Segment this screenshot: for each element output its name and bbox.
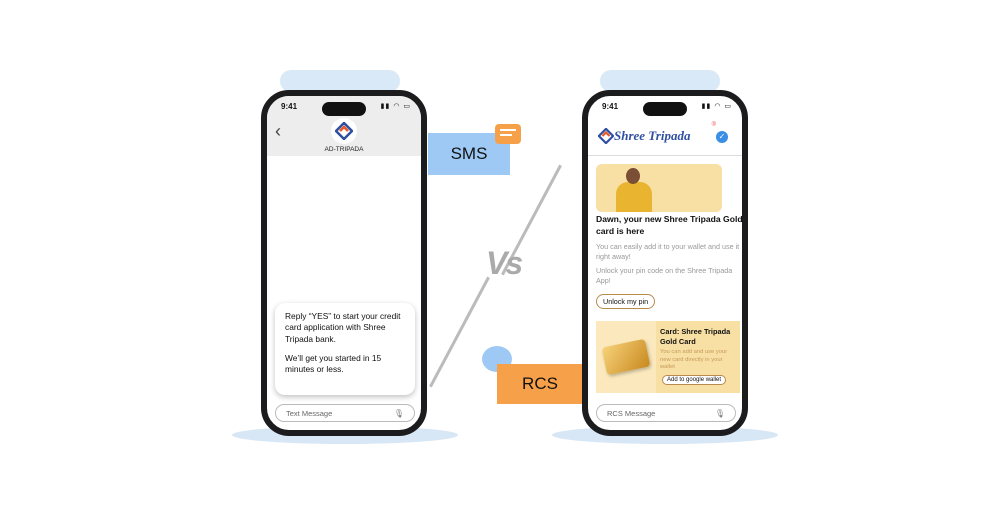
sms-message-bubble: Reply “YES” to start your credit card ap… (275, 303, 415, 395)
gold-card-image (601, 338, 651, 376)
rcs-text: You can easily add it to your wallet and… (596, 242, 740, 261)
cloud-decoration-left (280, 70, 400, 92)
brand-logo-icon (598, 128, 614, 144)
message-line: We’ll get you started in 15 minutes or l… (285, 353, 382, 375)
sender-name: AD-TRIPADA (324, 146, 364, 153)
status-time: 9:41 (602, 102, 619, 111)
microphone-icon[interactable]: 🎙 (393, 408, 404, 418)
card-text: You can add and use your new card direct… (660, 349, 728, 371)
add-to-wallet-button[interactable]: Add to google wallet (662, 375, 727, 385)
hero-image (596, 164, 722, 212)
rcs-label-text: RCS (522, 374, 558, 393)
rcs-text: Unlock your pin code on the Shree Tripad… (596, 266, 733, 285)
card-title: Card: Shree Tripada Gold Card (660, 327, 731, 346)
rcs-label: RCS (497, 364, 583, 404)
status-icons: ▮▮ ◠ ▭ (701, 103, 732, 110)
rcs-message-input[interactable]: RCS Message 🎙 (596, 404, 736, 422)
cloud-decoration-right (600, 70, 720, 92)
brand-name: Shree Tripada (614, 128, 691, 143)
phone-notch (643, 102, 687, 116)
rcs-phone: 9:41 ▮▮ ◠ ▭ Shree Tripada ® ✓ Dawn, your… (582, 90, 748, 436)
divider-line-bottom (429, 276, 490, 388)
person-illustration (616, 182, 652, 212)
input-placeholder: Text Message (286, 408, 333, 418)
microphone-icon[interactable]: 🎙 (714, 408, 725, 418)
vs-text: Vs (486, 245, 523, 281)
verified-badge-icon: ✓ (716, 131, 728, 143)
input-placeholder: RCS Message (607, 408, 656, 418)
sms-label-text: SMS (450, 144, 488, 163)
unlock-pin-button[interactable]: Unlock my pin (596, 294, 656, 309)
status-time: 9:41 (281, 102, 298, 111)
person-head (626, 168, 640, 184)
text-message-input[interactable]: Text Message 🎙 (275, 404, 415, 422)
chat-bubble-icon (495, 124, 521, 144)
rcs-header: Shree Tripada ® ✓ (588, 118, 742, 156)
brand-logo-icon (331, 118, 357, 144)
phone-notch (322, 102, 366, 116)
rcs-title: Dawn, your new Shree Tripada Gold card i… (596, 214, 743, 236)
chevron-left-icon[interactable]: ‹ (275, 121, 281, 141)
gold-card-panel: Card: Shree Tripada Gold Card You can ad… (596, 321, 740, 393)
status-icons: ▮▮ ◠ ▭ (380, 103, 411, 110)
registered-mark-icon: ® (711, 122, 716, 128)
card-image-area (596, 321, 656, 393)
sms-phone: 9:41 ▮▮ ◠ ▭ ‹ AD-TRIPADA Reply “YES” to … (261, 90, 427, 436)
message-line: Reply “YES” to start your credit card ap… (285, 311, 401, 344)
